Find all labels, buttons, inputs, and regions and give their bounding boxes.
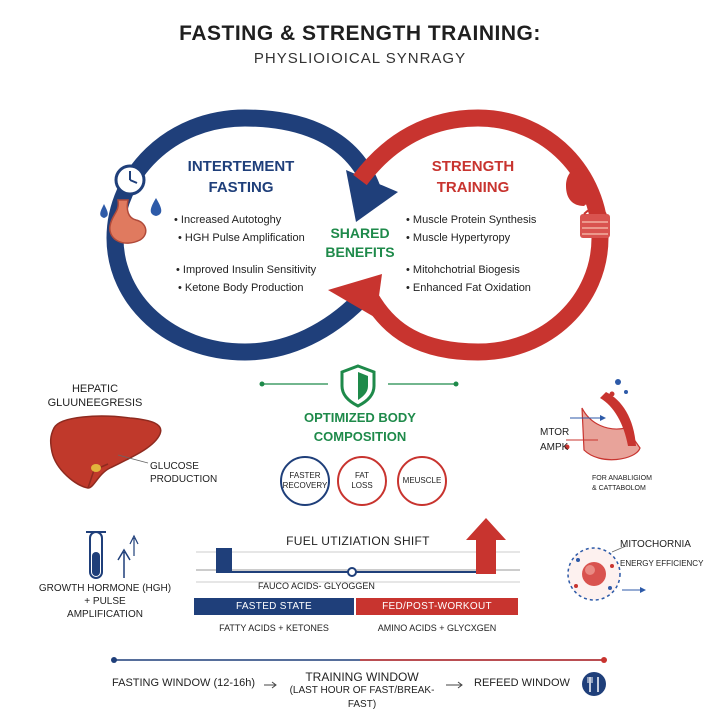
strength-bullet: • Muscle Hypertyropy <box>406 232 511 244</box>
hgh-label: GROWTH HORMONE (HGH) + PULSE AMPLIFICATI… <box>30 582 180 621</box>
mito-note: ENERGY EFFICIENCY <box>620 559 704 568</box>
anabolism-note: FOR ANABLIGIOM & CATTABOLOM <box>592 474 652 494</box>
optimized-label: OPTIMIZED BODY COMPOSITION <box>270 408 450 446</box>
training-window-label: TRAINING WINDOW (LAST HOUR OF FAST/BREAK… <box>276 670 448 712</box>
strength-bullet: • Muscle Protein Synthesis <box>406 214 537 226</box>
glucose-line2: PRODUCTION <box>150 474 218 485</box>
strength-title: STRENGTH TRAINING <box>408 156 538 198</box>
up-arrow-icon <box>117 534 139 578</box>
circle-label: FAT <box>354 471 370 480</box>
fasted-state-bar: FASTED STATE <box>194 598 354 615</box>
page-subtitle: PHYSLIOIOICAL SYNRAGY <box>253 50 467 67</box>
test-tube-icon <box>86 531 106 579</box>
optimized-line2: COMPOSITION <box>313 429 407 444</box>
strength-loop-arrowhead <box>328 274 382 318</box>
fasting-title: INTERTEMENT FASTING <box>176 156 306 198</box>
circle-label: MEUSCLE <box>402 476 442 485</box>
hepatic-line1: HEPATIC <box>71 383 119 395</box>
hepatic-line2: GLUUNEEGRESIS <box>47 397 143 409</box>
strength-title-line1: STRENGTH <box>431 158 515 175</box>
refeed-window-label: REFEED WINDOW <box>474 677 570 689</box>
fasted-level-bar <box>216 548 232 572</box>
circle-label: FASTER <box>289 471 321 480</box>
strength-title-line2: TRAINING <box>436 179 510 196</box>
mito-title: MITOCHORNIA <box>620 539 691 550</box>
fasting-window-label: FASTING WINDOW (12-16h) <box>112 677 256 689</box>
optimized-line1: OPTIMIZED BODY <box>304 410 416 425</box>
ampk-label: AMPK <box>540 442 569 453</box>
fasting-bullet: • HGH Pulse Amplification <box>178 232 305 244</box>
fork-knife-icon <box>582 672 606 696</box>
mitochondria-cell-icon <box>567 547 621 601</box>
flexed-arm-icon <box>566 167 596 206</box>
fed-fuel-label: AMINO ACIDS + GLYCXGEN <box>377 623 497 633</box>
fasting-title-line1: INTERTEMENT <box>187 158 295 175</box>
strength-bullet: • Mitohchotrial Biogesis <box>406 264 520 276</box>
glucose-line1: GLUCOSE <box>150 461 199 472</box>
fasting-bullet: • Ketone Body Production <box>178 282 304 294</box>
stomach-icon <box>109 199 147 244</box>
anabolism-line1: FOR ANABLIGIOM <box>592 475 652 482</box>
fasting-bullet: • Improved Insulin Sensitivity <box>176 264 317 276</box>
clock-icon <box>114 164 146 196</box>
water-drop-icon <box>100 198 162 218</box>
page-title: FASTING & STRENGTH TRAINING: <box>179 22 541 45</box>
hgh-line2: + PULSE <box>84 596 126 607</box>
training-line1: TRAINING WINDOW <box>305 670 419 684</box>
fasting-bullet: • Increased Autotoghy <box>174 214 282 226</box>
hepatic-title: HEPATIC GLUUNEEGRESIS <box>40 382 150 410</box>
shared-line1: SHARED <box>330 225 390 241</box>
fuel-axis-label: FAUCO ACIDS- GLYOGGEN <box>258 581 375 591</box>
shield-icon <box>340 364 376 408</box>
liver-icon <box>49 415 162 489</box>
anabolism-line2: & CATTABOLOM <box>592 485 646 492</box>
circle-label: LOSS <box>351 481 373 490</box>
fed-state-bar: FED/POST-WORKOUT <box>356 598 518 615</box>
fuel-title: FUEL UTIZIATION SHIFT <box>286 534 430 548</box>
mtor-label: MTOR <box>540 427 570 438</box>
shared-benefits-label: SHARED BENEFITS <box>310 224 410 262</box>
hgh-line3: AMPLIFICATION <box>67 609 143 620</box>
fed-rise-arrow <box>466 518 506 574</box>
fasting-title-line2: FASTING <box>208 179 274 196</box>
muscle-tissue-icon <box>580 207 610 238</box>
training-line2: (LAST HOUR OF FAST/BREAK-FAST) <box>289 685 435 710</box>
glucose-note: GLUCOSE PRODUCTION <box>150 460 217 486</box>
fasted-fuel-label: FATTY ACIDS + KETONES <box>219 623 329 633</box>
circle-label: RECOVERY <box>282 481 328 490</box>
muscle-badge: MEUSCLE <box>397 456 447 506</box>
fasting-loop-arrowhead <box>346 170 398 222</box>
hgh-line1: GROWTH HORMONE (HGH) <box>38 583 172 594</box>
shared-line2: BENEFITS <box>325 244 395 260</box>
muscle-fiber-icon <box>566 379 641 461</box>
strength-bullet: • Enhanced Fat Oxidation <box>406 282 531 294</box>
